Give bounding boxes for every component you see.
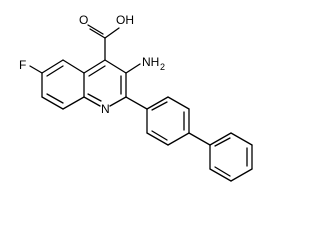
atom-label-amino-subscript: 2 <box>160 62 165 72</box>
bond-c8-c8a <box>62 96 85 110</box>
bond-p1-a-inner <box>151 101 168 111</box>
bond-c5-c6 <box>41 59 64 74</box>
atom-label-amino: NH <box>142 55 159 69</box>
bond-c-oh <box>104 27 120 39</box>
bond-c-o-double-a <box>89 28 106 39</box>
bond-c4-c3 <box>104 59 127 74</box>
molecule-diagram: O OH NH 2 N F <box>19 13 253 182</box>
bond-c6-f <box>29 65 43 74</box>
bond-c-o-double-b <box>87 24 104 35</box>
atom-label-carboxyl-o: O <box>79 13 88 27</box>
bond-p2-e <box>209 168 232 182</box>
bond-p2-e-inner <box>214 166 231 177</box>
bond-c7-c8 <box>41 96 64 110</box>
bond-layer <box>29 24 253 182</box>
bond-p2-b <box>230 132 253 146</box>
bond-p2-a <box>209 132 232 146</box>
atom-label-fluoro: F <box>19 58 26 72</box>
structure-canvas: O OH NH 2 N F <box>19 13 253 182</box>
bond-p1-e-inner <box>151 130 168 141</box>
atom-label-ring-nitrogen: N <box>101 102 110 116</box>
bond-p1-e <box>146 132 169 146</box>
bond-n1-c8a-inner <box>87 93 102 102</box>
bond-c2-phenyl <box>125 96 148 110</box>
atom-label-carboxyl-oh: OH <box>116 13 134 27</box>
bond-p2-a-inner <box>214 137 231 147</box>
bond-p1-a <box>146 96 169 110</box>
bond-c4a-c4 <box>83 59 106 74</box>
bond-p1-d <box>167 132 190 146</box>
bond-biphenyl-link <box>188 132 211 146</box>
bond-c7-c8-inner <box>46 93 64 104</box>
bond-n1-c8a <box>83 96 101 107</box>
bond-c5-c6-inner <box>46 65 64 77</box>
bond-p2-d <box>230 168 253 182</box>
bond-c4a-c5 <box>62 59 85 74</box>
bond-c2-n1 <box>109 96 127 107</box>
atom-label-layer: O OH NH 2 N F <box>19 13 165 116</box>
bond-p1-b <box>167 96 190 110</box>
bond-c3-n-amino <box>125 63 141 74</box>
bond-c4a-c4-inner <box>88 65 106 77</box>
